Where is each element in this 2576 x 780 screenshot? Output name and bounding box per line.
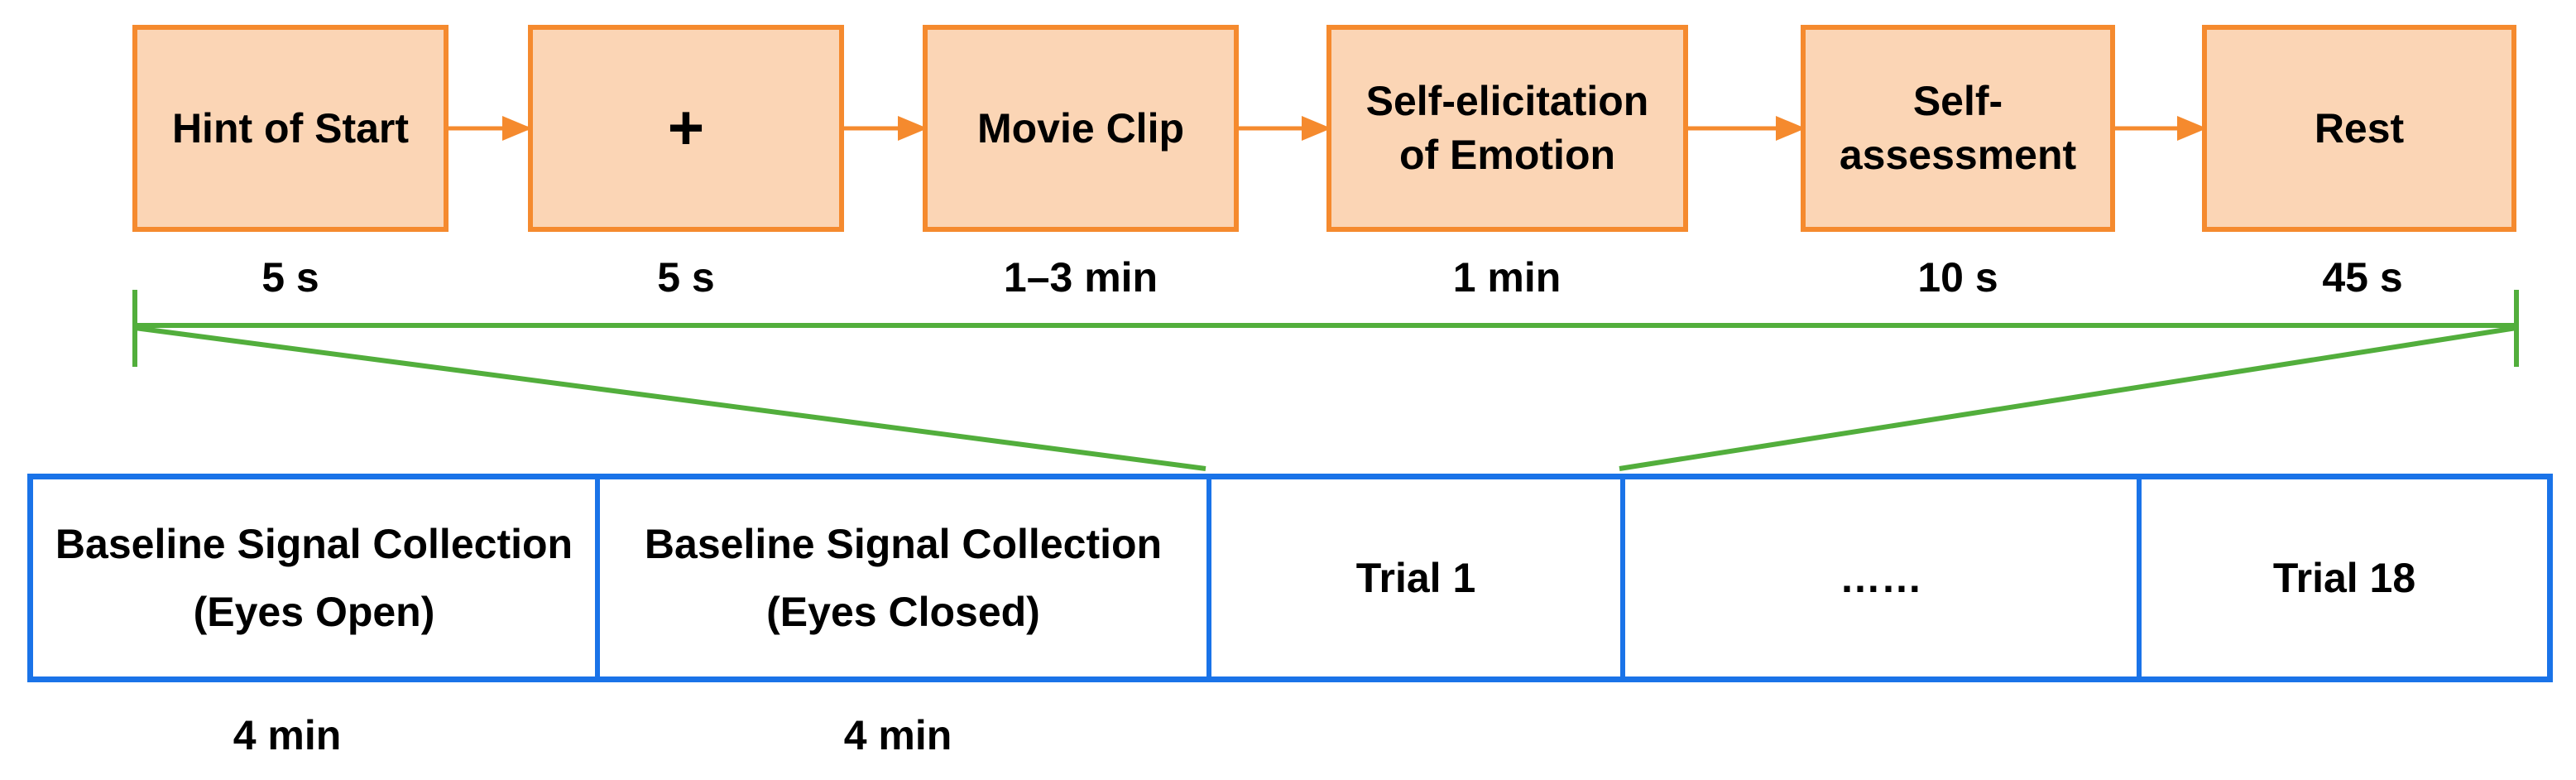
step-fixation-cross: + [528, 25, 844, 232]
step-hint-of-start: Hint of Start [132, 25, 449, 232]
step-rest: Rest [2202, 25, 2516, 232]
step-duration-hint: 5 s [261, 254, 319, 301]
block-trial-18: Trial 18 [2272, 555, 2416, 601]
zoom-line-left [134, 325, 1206, 471]
step-movie-clip: Movie Clip [923, 25, 1239, 232]
step-duration-rest: 45 s [2322, 254, 2403, 301]
block-duration-eyes-closed: 4 min [843, 712, 952, 758]
step-duration-movie: 1–3 min [1003, 254, 1158, 301]
step-duration-elicitation: 1 min [1452, 254, 1561, 301]
step-self-elicitation: Self-elicitation of Emotion [1326, 25, 1688, 232]
block-duration-eyes-open: 4 min [233, 712, 342, 758]
zoom-line-right [1619, 325, 2517, 471]
block-trial-1: Trial 1 [1211, 479, 1625, 676]
block-baseline-eyes-closed: Baseline Signal Collection (Eyes Closed) [600, 479, 1211, 676]
step-duration-assessment: 10 s [1917, 254, 1998, 301]
session-timeline: Baseline Signal Collection (Eyes Open) B… [27, 474, 2553, 682]
block-ellipsis: …… [1625, 479, 2142, 676]
step-self-assessment: Self- assessment [1801, 25, 2115, 232]
step-duration-fixation: 5 s [657, 254, 715, 301]
block-baseline-eyes-open: Baseline Signal Collection (Eyes Open) [33, 479, 600, 676]
